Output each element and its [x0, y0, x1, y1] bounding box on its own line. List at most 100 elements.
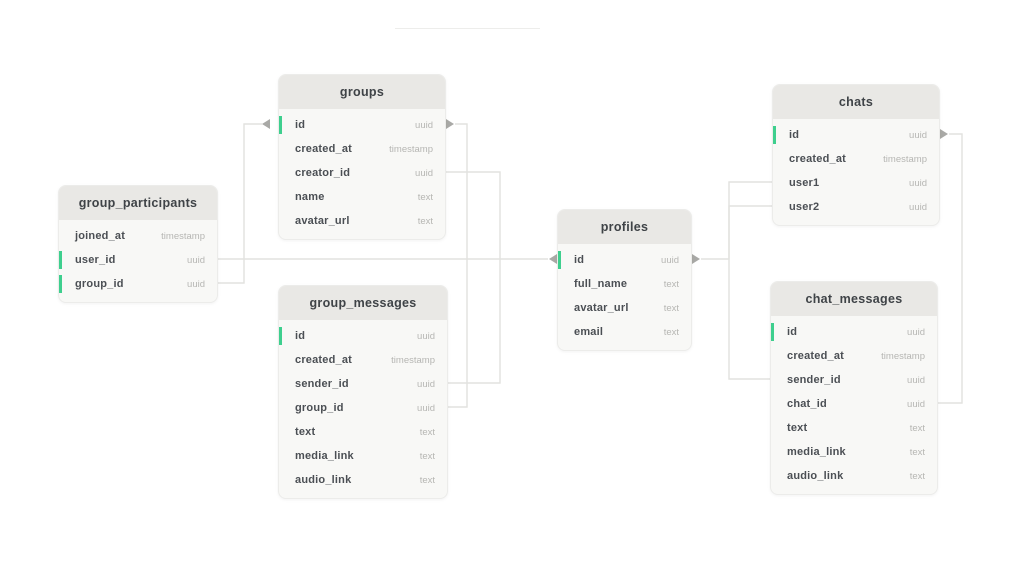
table-title: profiles: [558, 210, 691, 244]
field-type: uuid: [417, 378, 435, 390]
table-row: sender_id uuid: [279, 372, 447, 396]
relationship-line: [938, 133, 963, 404]
table-row: id uuid: [773, 123, 939, 147]
field-type: uuid: [907, 398, 925, 410]
field-name: created_at: [787, 350, 845, 362]
field-type: timestamp: [883, 153, 927, 165]
field-name: id: [789, 129, 800, 141]
relationship-line: [728, 259, 770, 380]
field-name: text: [295, 426, 316, 438]
field-type: uuid: [417, 402, 435, 414]
relationship-line: [446, 171, 501, 259]
field-name: avatar_url: [574, 302, 629, 314]
field-name: id: [787, 326, 798, 338]
relationship-connector-arrow-icon: [549, 254, 557, 264]
field-name: group_id: [295, 402, 344, 414]
relationship-connector-arrow-icon: [262, 119, 270, 129]
relationship-line: [701, 181, 772, 260]
table-row: user1 uuid: [773, 171, 939, 195]
relationship-line: [728, 205, 772, 259]
field-type: text: [419, 450, 435, 462]
relationship-connector-arrow-icon: [940, 129, 948, 139]
field-name: text: [787, 422, 808, 434]
relationship-line: [218, 123, 262, 284]
field-name: created_at: [789, 153, 847, 165]
field-type: uuid: [909, 129, 927, 141]
field-type: uuid: [661, 254, 679, 266]
field-type: text: [909, 470, 925, 482]
primary-key-indicator: [771, 323, 774, 341]
field-type: text: [909, 446, 925, 458]
field-type: uuid: [909, 177, 927, 189]
field-type: uuid: [187, 278, 205, 290]
table-row: group_id uuid: [59, 272, 217, 296]
field-name: creator_id: [295, 167, 351, 179]
table-row: created_at timestamp: [773, 147, 939, 171]
table-row: media_link text: [279, 444, 447, 468]
field-name: group_id: [75, 278, 124, 290]
toolbar-fade-line: [395, 28, 540, 29]
table-row: group_id uuid: [279, 396, 447, 420]
field-type: text: [419, 474, 435, 486]
field-name: media_link: [295, 450, 354, 462]
table-row: id uuid: [279, 324, 447, 348]
table-title: groups: [279, 75, 445, 109]
table-title: chat_messages: [771, 282, 937, 316]
table-title: chats: [773, 85, 939, 119]
field-name: media_link: [787, 446, 846, 458]
relationship-line: [448, 259, 501, 384]
field-name: id: [295, 330, 306, 342]
field-type: uuid: [907, 326, 925, 338]
field-name: id: [295, 119, 306, 131]
primary-key-indicator: [59, 275, 62, 293]
primary-key-indicator: [773, 126, 776, 144]
field-name: created_at: [295, 143, 353, 155]
field-name: name: [295, 191, 325, 203]
field-name: user1: [789, 177, 820, 189]
field-name: audio_link: [787, 470, 844, 482]
table-row: media_link text: [771, 440, 937, 464]
field-type: timestamp: [391, 354, 435, 366]
field-name: sender_id: [295, 378, 349, 390]
table-title: group_messages: [279, 286, 447, 320]
relationship-connector-arrow-icon: [446, 119, 454, 129]
field-type: uuid: [909, 201, 927, 213]
field-name: user2: [789, 201, 820, 213]
relationship-connector-arrow-icon: [692, 254, 700, 264]
table-row: user2 uuid: [773, 195, 939, 219]
table-row: id uuid: [771, 320, 937, 344]
table-row: audio_link text: [771, 464, 937, 488]
relationship-line: [448, 123, 468, 408]
field-type: uuid: [417, 330, 435, 342]
field-name: user_id: [75, 254, 116, 266]
